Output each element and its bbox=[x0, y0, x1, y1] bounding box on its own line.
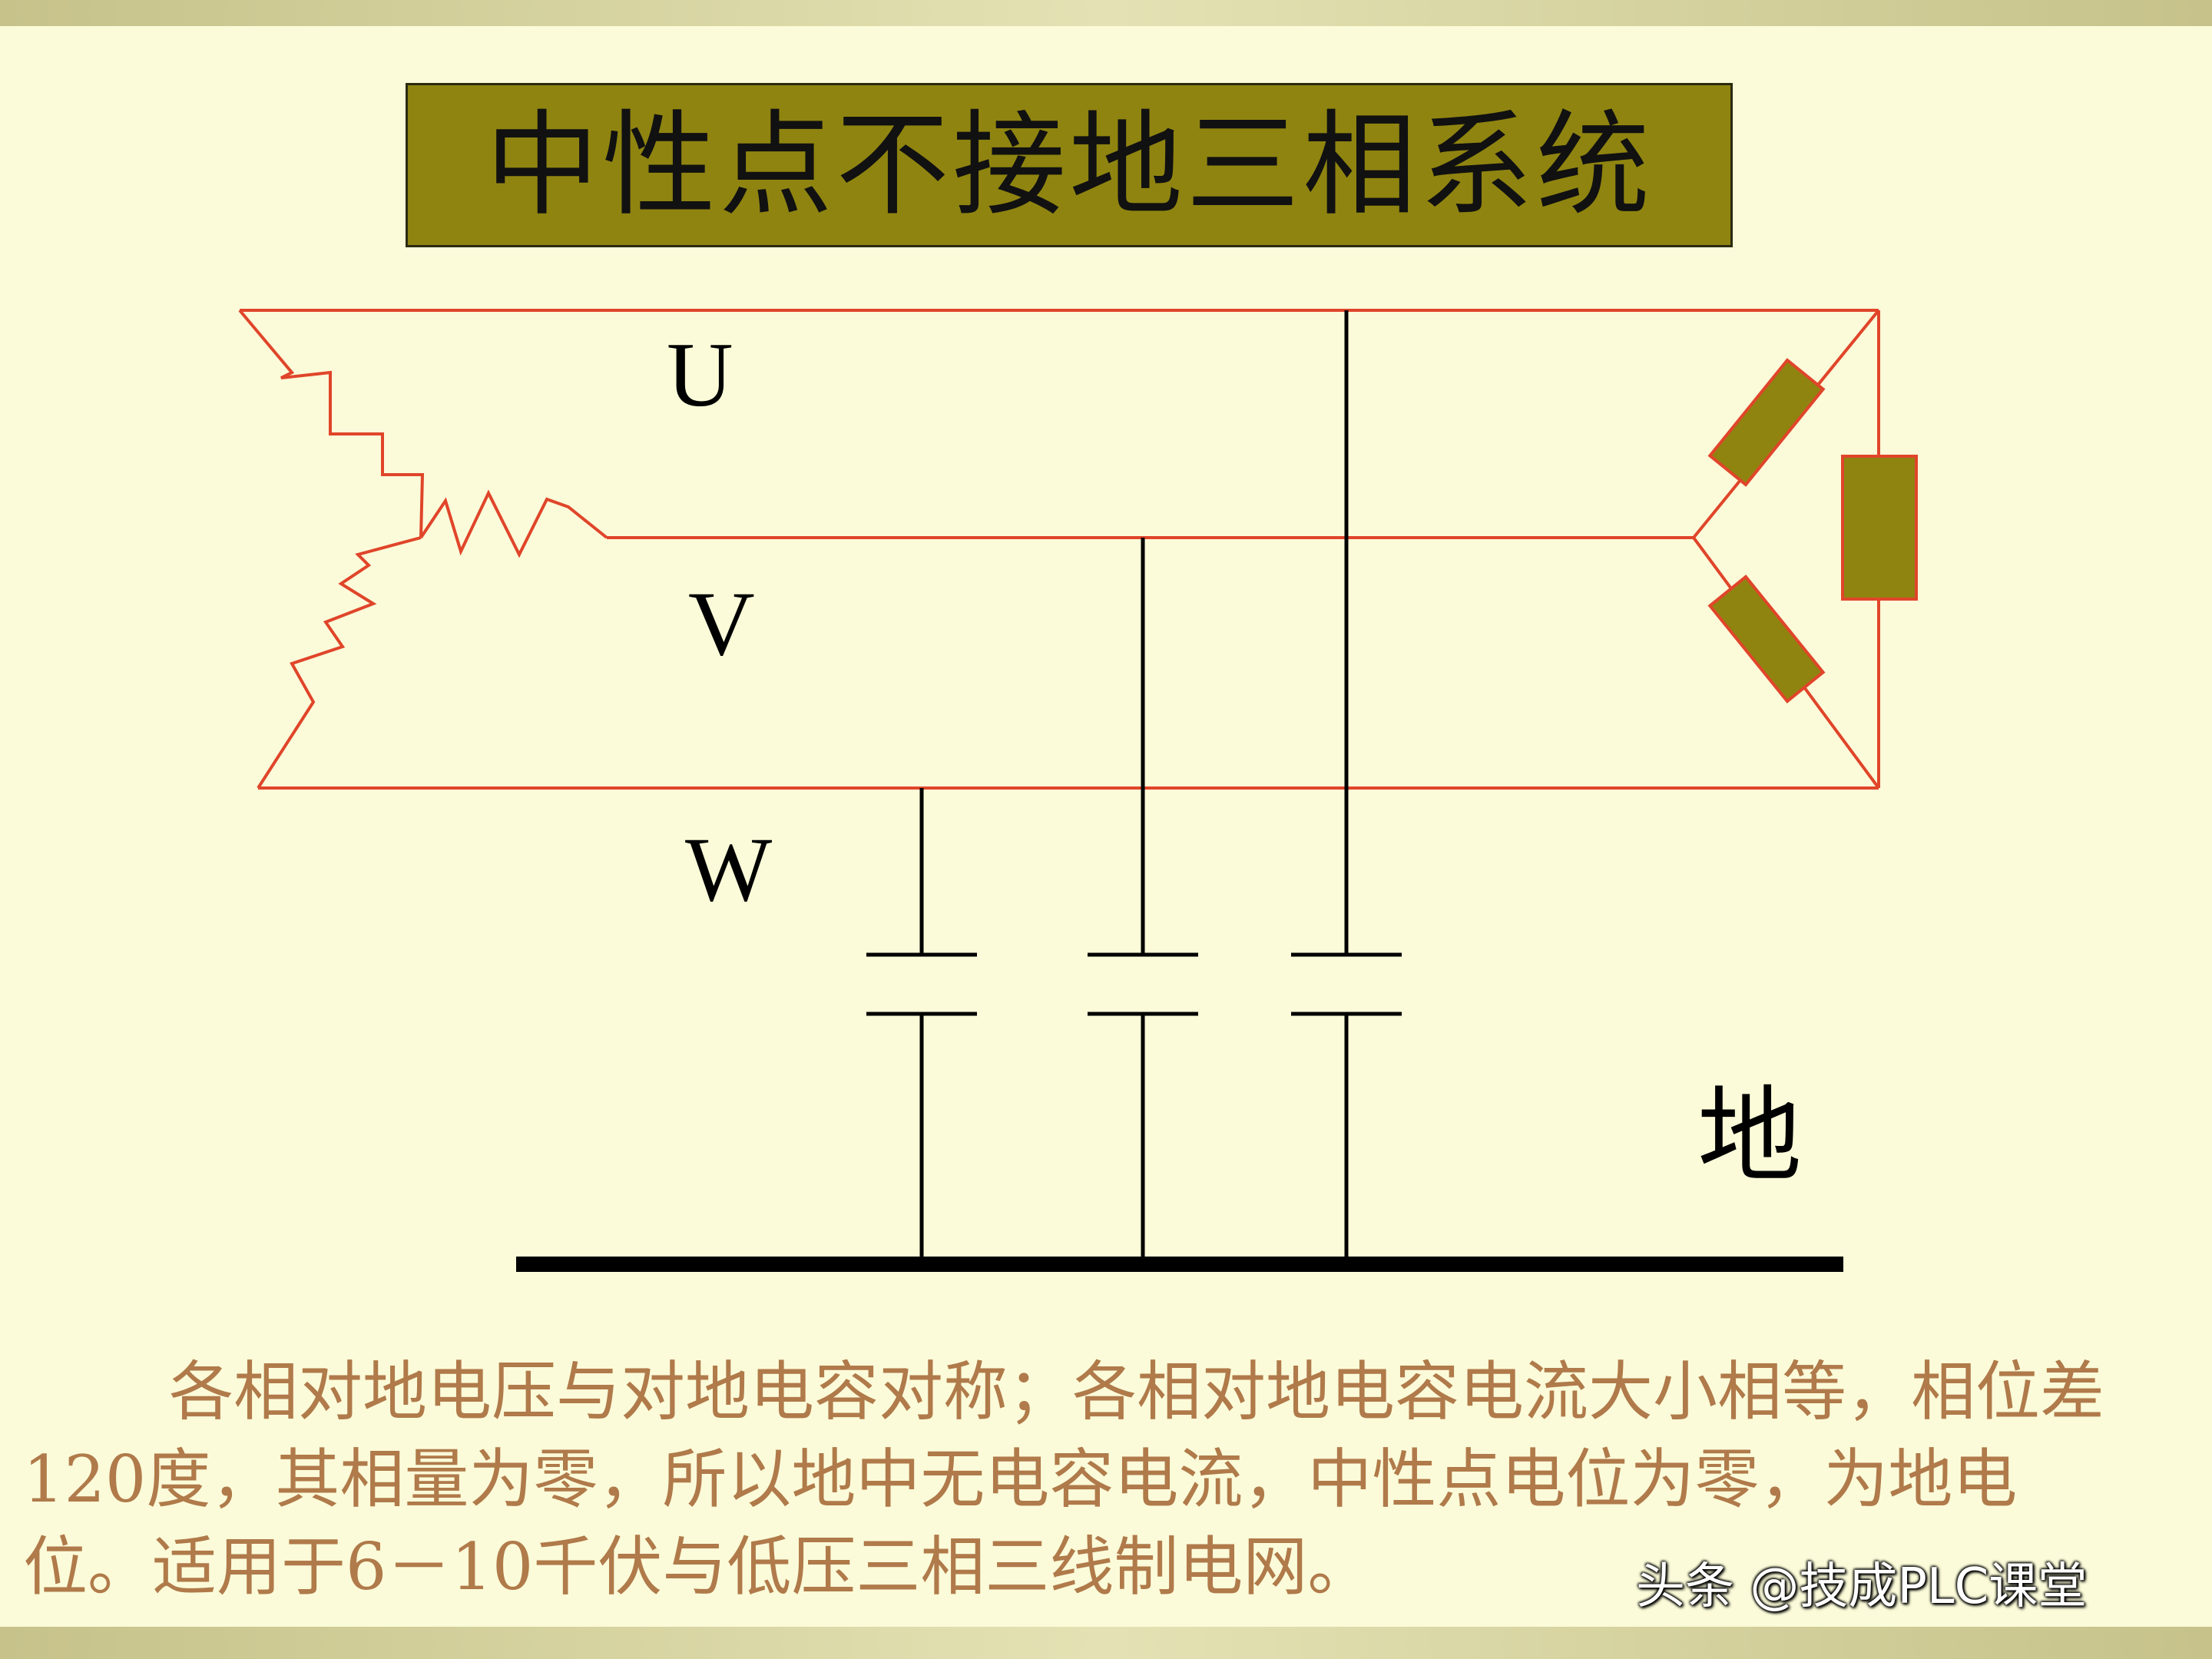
bottom-border-band bbox=[0, 1627, 2212, 1659]
title-box: 中性点不接地三相系统 bbox=[406, 83, 1733, 247]
capacitor-branch-v bbox=[1088, 538, 1198, 1260]
top-border-band bbox=[0, 0, 2212, 26]
phase-label-v: V bbox=[688, 572, 755, 674]
load-resistor-uw bbox=[1841, 455, 1918, 601]
ground-label: 地 bbox=[1697, 1080, 1802, 1195]
phase-label-w: W bbox=[685, 818, 773, 920]
caption-text: 各相对地电压与对地电容对称；各相对地电容电流大小相等，相位差120度，其相量为零… bbox=[23, 1354, 2105, 1604]
source-winding-w bbox=[257, 536, 422, 790]
page-title: 中性点不接地三相系统 bbox=[485, 99, 1653, 231]
capacitor-branch-w bbox=[866, 788, 977, 1260]
watermark: 头条 @技成PLC课堂 bbox=[1636, 1558, 2088, 1615]
capacitor-branch-u bbox=[1291, 310, 1402, 1260]
phase-label-u: U bbox=[667, 323, 733, 426]
source-winding-v bbox=[419, 489, 608, 558]
source-winding-u bbox=[238, 309, 425, 538]
load-resistor-uv bbox=[1707, 358, 1826, 487]
load-resistor-vw bbox=[1707, 575, 1826, 704]
